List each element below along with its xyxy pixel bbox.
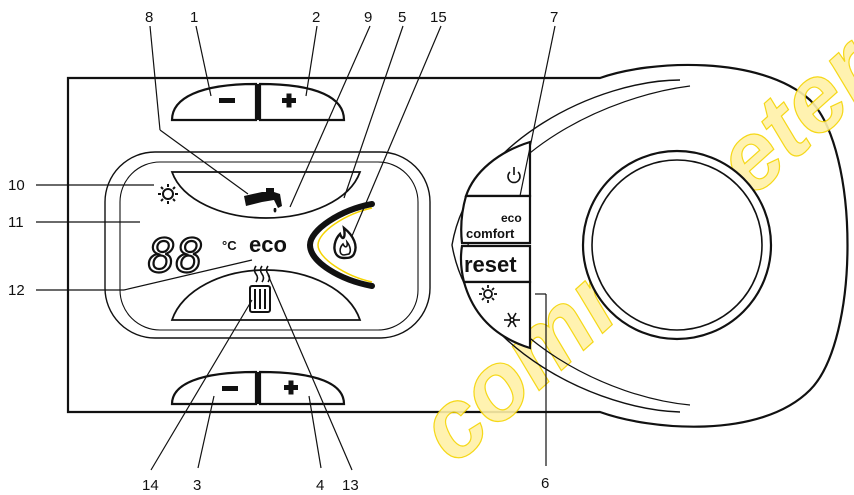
callout-2: 2 bbox=[312, 9, 320, 26]
callout-1: 1 bbox=[190, 9, 198, 26]
lcd-digits: 88 bbox=[148, 229, 203, 283]
callout-3: 3 bbox=[193, 477, 201, 494]
callout-4: 4 bbox=[316, 477, 324, 494]
callout-12: 12 bbox=[8, 282, 25, 299]
snowflake-icon bbox=[504, 312, 520, 328]
knob-outer[interactable] bbox=[581, 149, 773, 341]
radiator-icon bbox=[249, 285, 271, 313]
bottom-buttons bbox=[170, 370, 346, 406]
minus-icon bbox=[219, 98, 235, 103]
eco-comfort-button[interactable] bbox=[460, 194, 532, 245]
display-frame-inner bbox=[119, 161, 419, 331]
callout-13: 13 bbox=[342, 477, 359, 494]
heat-waves-icon bbox=[253, 265, 271, 283]
minus-button-top[interactable] bbox=[170, 82, 258, 122]
callout-9: 9 bbox=[364, 9, 372, 26]
lcd-unit: °C bbox=[222, 238, 237, 253]
plus-button-top[interactable] bbox=[258, 82, 346, 122]
reset-label: reset bbox=[464, 252, 517, 277]
minus-icon bbox=[222, 386, 238, 391]
knob-inner bbox=[591, 159, 763, 331]
callout-15: 15 bbox=[430, 9, 447, 26]
callout-6: 6 bbox=[541, 475, 549, 492]
mode-buttons: eco comfort reset bbox=[451, 79, 691, 413]
minus-button-bottom[interactable] bbox=[170, 370, 258, 406]
plus-icon bbox=[284, 380, 298, 395]
summer-winter-button[interactable] bbox=[462, 280, 532, 350]
flame-icon bbox=[333, 225, 357, 260]
callout-leaders bbox=[36, 25, 556, 471]
sun-icon bbox=[158, 184, 178, 204]
callout-8: 8 bbox=[145, 9, 153, 26]
callout-10: 10 bbox=[8, 177, 25, 194]
flame-indicator-accent bbox=[317, 207, 373, 283]
callout-7: 7 bbox=[550, 9, 558, 26]
display-frame bbox=[104, 151, 431, 339]
sun-icon bbox=[479, 285, 497, 303]
eco-comfort-label-line2: comfort bbox=[466, 226, 515, 241]
flame-indicator-frame bbox=[306, 201, 375, 289]
callout-labels: 1 2 3 4 5 6 7 8 9 10 11 12 13 14 15 bbox=[8, 9, 558, 494]
plus-icon bbox=[282, 93, 296, 108]
top-buttons bbox=[170, 82, 346, 122]
knob-crescent-outer bbox=[451, 79, 681, 413]
callout-14: 14 bbox=[142, 477, 159, 494]
lcd-eco-label: eco bbox=[249, 232, 287, 257]
plus-button-bottom[interactable] bbox=[258, 370, 346, 406]
tap-icon bbox=[244, 188, 282, 213]
callout-11: 11 bbox=[8, 214, 24, 231]
eco-comfort-label-line1: eco bbox=[501, 211, 522, 225]
callout-5: 5 bbox=[398, 9, 406, 26]
power-icon bbox=[507, 167, 521, 184]
